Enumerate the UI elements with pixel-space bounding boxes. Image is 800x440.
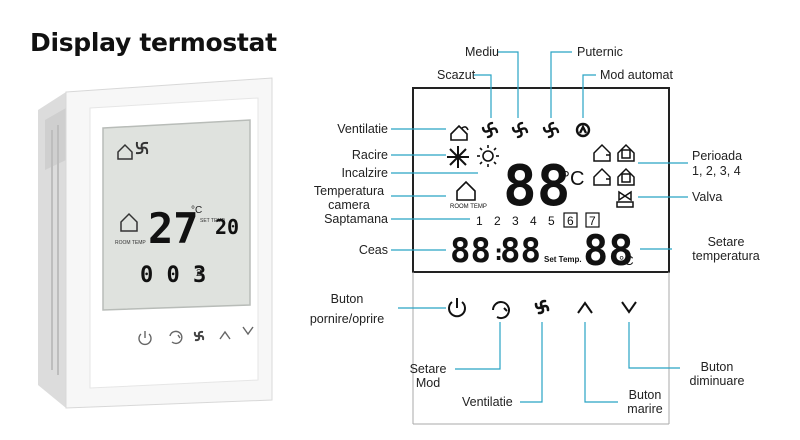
fan-low-icon <box>481 121 499 139</box>
device-temperature: 27 <box>148 204 199 253</box>
leader-scazut <box>473 74 492 118</box>
device-set-temperature: 20 <box>215 215 239 239</box>
fan-medium-icon <box>511 121 529 139</box>
clock-separator: : <box>492 241 505 266</box>
device-power-icon <box>138 331 152 346</box>
label-valva: Valva <box>692 190 723 204</box>
weekday-4: 4 <box>530 214 537 228</box>
label-temperatura-camera-2: camera <box>328 198 370 212</box>
label-buton-marire-2: marire <box>627 402 663 416</box>
label-setare-mod-1: Setare <box>409 362 447 376</box>
label-buton-pornire-2: pornire/oprire <box>309 312 385 326</box>
page-title: Display termostat <box>30 28 277 57</box>
device-room-house-icon <box>120 212 138 232</box>
label-setare-temperatura-2: temperatura <box>692 249 760 263</box>
label-perioada-2: 1, 2, 3, 4 <box>692 164 741 178</box>
device-down-icon <box>242 326 254 336</box>
label-saptamana: Saptamana <box>324 212 388 226</box>
label-ventilatie-button: Ventilatie <box>462 395 513 409</box>
auto-mode-icon <box>575 122 591 138</box>
set-temp-digits: 88 <box>583 226 634 275</box>
label-temperatura-camera-1: Temperatura <box>313 184 385 198</box>
label-buton-diminuare-1: Buton <box>700 360 734 374</box>
main-temperature-unit: °C <box>562 168 584 190</box>
clock-minutes: 88 <box>500 231 541 271</box>
weekday-3: 3 <box>512 214 519 228</box>
device-temp-unit: °C <box>191 205 202 216</box>
leader-setare-mod <box>455 322 501 370</box>
device-clock: 0 0 3 <box>140 263 206 288</box>
leader-buton-diminuare <box>628 322 680 369</box>
device-up-icon <box>219 330 231 340</box>
leader-mod-automat <box>582 74 596 118</box>
ventilation-house-icon <box>450 124 469 141</box>
snowflake-icon <box>447 146 469 168</box>
weekday-5: 5 <box>548 214 555 228</box>
weekend-6: 6 <box>567 214 574 228</box>
device-day: 2 <box>196 268 202 279</box>
clock-hours: 88 <box>450 231 491 271</box>
label-buton-marire-1: Buton <box>628 388 662 402</box>
leader-mediu <box>497 51 519 118</box>
set-temp-label: Set Temp. <box>544 255 582 264</box>
room-temp-label: ROOM TEMP <box>450 204 487 210</box>
leader-puternic <box>550 51 572 118</box>
room-temp-house-icon <box>456 180 476 201</box>
leader-buton-marire <box>584 322 618 403</box>
device-house-icon <box>117 143 133 160</box>
device-mode-icon <box>169 330 183 345</box>
label-ceas: Ceas <box>358 243 388 257</box>
mode-button-icon[interactable] <box>492 301 510 320</box>
leader-ventilatie-button <box>520 322 543 403</box>
set-temp-unit: °C <box>619 253 634 268</box>
period-icons <box>593 143 635 186</box>
label-mod-automat: Mod automat <box>600 68 673 82</box>
device-set-temp-label: SET TEMP <box>200 218 225 224</box>
weekday-2: 2 <box>494 214 501 228</box>
device-room-temp-label: ROOM TEMP <box>115 240 146 246</box>
label-incalzire: Incalzire <box>341 166 388 180</box>
valve-icon <box>616 190 634 208</box>
label-buton-diminuare-2: diminuare <box>689 374 745 388</box>
label-buton-pornire-1: Buton <box>330 292 364 306</box>
weekend-box-7 <box>585 212 600 228</box>
label-ventilatie: Ventilatie <box>337 122 388 136</box>
label-racire: Racire <box>351 148 388 162</box>
fan-high-icon <box>542 121 560 139</box>
weekend-box-6 <box>563 212 578 228</box>
power-button-icon[interactable] <box>448 298 466 318</box>
label-scazut: Scazut <box>437 68 476 82</box>
down-button-icon[interactable] <box>621 301 637 314</box>
up-button-icon[interactable] <box>577 301 593 314</box>
fan-button-icon[interactable] <box>534 299 550 315</box>
main-temperature-digits: 88 <box>503 154 570 219</box>
label-perioada-1: Perioada <box>692 149 743 163</box>
label-mediu: Mediu <box>464 45 500 59</box>
label-setare-temperatura-1: Setare <box>707 235 745 249</box>
weekday-1: 1 <box>476 214 483 228</box>
label-puternic: Puternic <box>577 45 623 59</box>
device-fan-button-icon <box>193 330 205 342</box>
weekend-7: 7 <box>589 214 596 228</box>
label-setare-mod-2: Mod <box>415 376 441 390</box>
device-fan-icon <box>135 141 149 155</box>
sun-icon <box>477 145 499 167</box>
